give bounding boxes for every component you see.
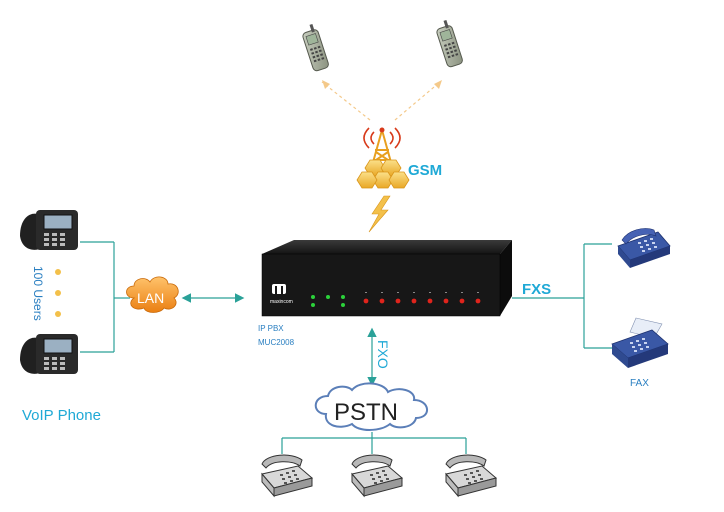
gsm-beams (321, 81, 441, 121)
pstn-tree-lines (281, 432, 467, 454)
ellipsis-dots (55, 269, 61, 317)
desk-phone-icon (261, 454, 314, 498)
lan-label: LAN (137, 290, 164, 306)
mobile-phone-icon (436, 19, 463, 68)
fxs-tree-lines (512, 243, 612, 349)
fax-machine-icon (611, 317, 669, 368)
fax-label: FAX (630, 378, 649, 389)
users-count-label: 100 Users (31, 266, 45, 321)
gsm-label: GSM (408, 162, 442, 179)
gsm-beam-arrows (322, 80, 442, 89)
device-label-line1: IP PBX (258, 324, 284, 333)
lightning-bolt-icon (368, 195, 391, 233)
desk-phone-icon (617, 228, 671, 268)
device-label-line2: MUC2008 (258, 338, 295, 347)
brand-name: maxincom (270, 299, 293, 305)
radio-tower-icon (363, 127, 401, 167)
desk-phone-icon (445, 454, 498, 498)
led-tick-marks (365, 292, 479, 293)
gsm-hex-icon (356, 159, 410, 189)
desk-phone-icon (351, 454, 404, 498)
cloud-icon (126, 276, 179, 313)
port-leds (363, 298, 481, 304)
cloud-icon (314, 382, 428, 431)
brand-logo-icon (272, 284, 286, 294)
pstn-label: PSTN (334, 399, 398, 426)
mobile-phone-icon (302, 23, 329, 72)
lan-tree-lines (80, 241, 130, 353)
fxo-label: FXO (375, 340, 391, 369)
voip-phone-label: VoIP Phone (22, 407, 101, 424)
ip-pbx-device: maxincom (261, 240, 512, 317)
ip-phone-icon (20, 334, 78, 374)
fxs-label: FXS (522, 281, 551, 298)
status-leds (311, 295, 345, 307)
ip-phone-icon (20, 210, 78, 250)
